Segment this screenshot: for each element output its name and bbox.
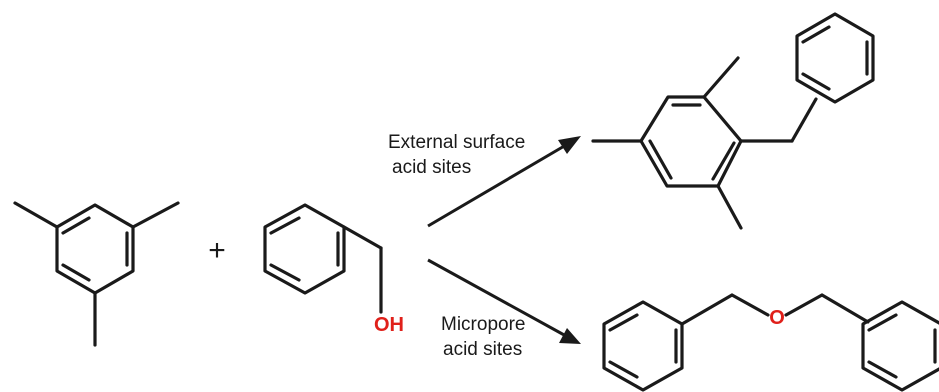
hydroxyl-label: OH [374,314,404,336]
lower-condition-line-2: acid sites [443,339,522,360]
benzylmesitylene-structure [591,12,875,230]
dibenzyl-ether-structure [602,293,939,392]
benzyl-alcohol-structure [263,203,383,314]
mesitylene-structure [13,201,180,347]
lower-condition-line-1: Micropore [441,314,525,335]
upper-condition-line-2: acid sites [392,157,471,178]
lower-reaction-arrow [427,258,581,344]
upper-condition-line-1: External surface [388,132,525,153]
plus-sign: + [208,234,226,267]
upper-reaction-arrow [427,136,581,228]
ether-oxygen-label: O [769,307,785,329]
